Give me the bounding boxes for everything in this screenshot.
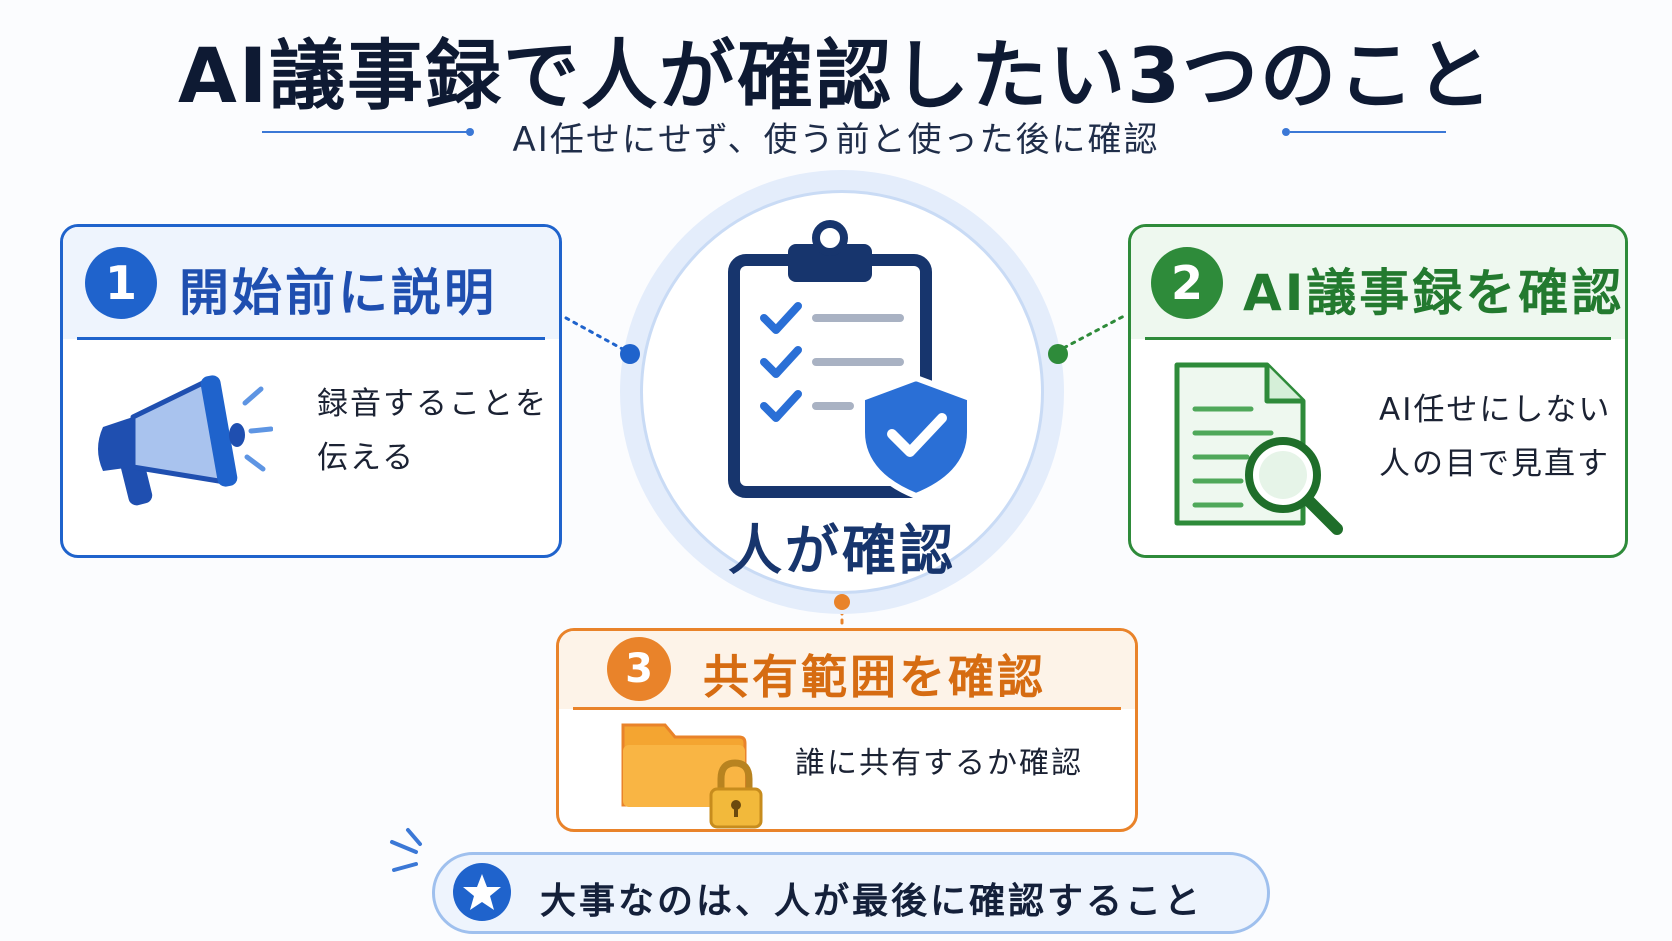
step-2-number: 2 — [1151, 247, 1223, 319]
step-3-title: 共有範囲を確認 — [703, 650, 1046, 704]
step-1-line-1: 録音することを — [317, 386, 548, 422]
clipboard-checklist-shield-icon — [728, 220, 973, 500]
connector-dot-blue — [620, 344, 640, 364]
connector-dot-orange — [834, 594, 850, 610]
subtitle-dot-right — [1282, 128, 1290, 136]
step-2-line-1: AI任せにしない — [1379, 392, 1612, 428]
step-card-1: 1 開始前に説明 録音することを 伝える — [60, 224, 562, 558]
document-magnifier-icon — [1174, 362, 1343, 535]
step-3-rule — [573, 707, 1121, 710]
step-2-line-2: 人の目で見直す — [1379, 446, 1610, 482]
step-1-line-2: 伝える — [317, 440, 416, 476]
page-title: AI議事録で人が確認したい3つのこと — [178, 31, 1494, 120]
step-1-title: 開始前に説明 — [179, 264, 497, 322]
subtitle-rule-left — [262, 131, 468, 133]
step-card-3: 3 共有範囲を確認 誰に共有するか確認 — [556, 628, 1138, 832]
subtitle-dot-left — [466, 128, 474, 136]
star-icon — [453, 863, 511, 921]
subtitle-row: AI任せにせず、使う前と使った後に確認 — [0, 108, 1672, 160]
step-1-rule — [77, 337, 545, 340]
step-card-2: 2 AI議事録を確認 AI任せにしない 人の目で見直す — [1128, 224, 1628, 558]
step-1-number: 1 — [85, 247, 157, 319]
step-3-number: 3 — [607, 637, 671, 701]
emphasis-lines-icon — [390, 828, 422, 872]
page-subtitle: AI任せにせず、使う前と使った後に確認 — [512, 120, 1160, 160]
subtitle-rule-right — [1290, 131, 1446, 133]
footer-pill — [432, 852, 1270, 934]
footer-text: 大事なのは、人が最後に確認すること — [540, 881, 1204, 922]
connector-dot-green — [1048, 344, 1068, 364]
locked-folder-icon — [621, 723, 763, 829]
megaphone-icon — [98, 375, 273, 506]
step-2-title: AI議事録を確認 — [1243, 264, 1625, 322]
step-3-line-1: 誰に共有するか確認 — [795, 746, 1083, 781]
step-2-rule — [1145, 337, 1611, 340]
center-label: 人が確認 — [728, 519, 956, 582]
